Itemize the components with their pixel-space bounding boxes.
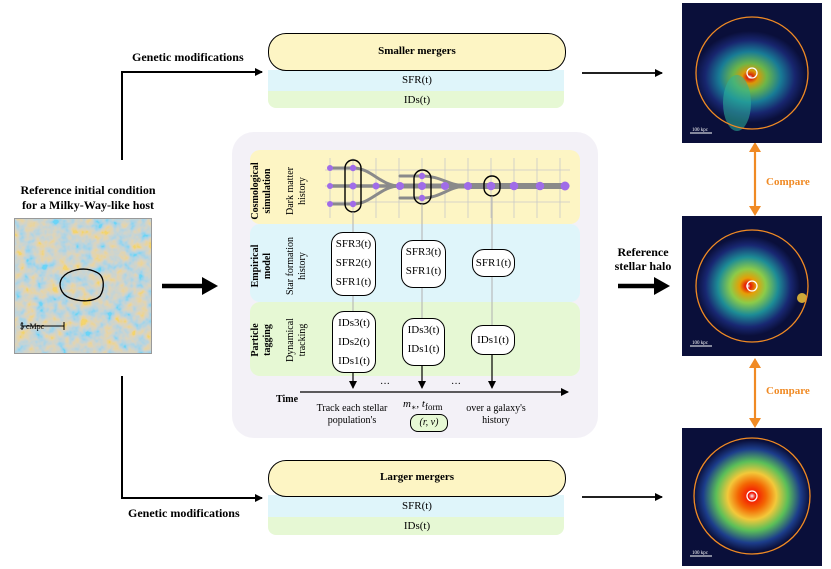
initial-condition-map bbox=[14, 218, 152, 354]
compare-bottom-label: Compare bbox=[766, 385, 810, 397]
time-label: Time bbox=[276, 394, 299, 405]
host-region-outline bbox=[59, 268, 104, 302]
sfr-pill-1: SFR3(t)SFR2(t)SFR1(t) bbox=[331, 232, 376, 296]
halo-image-top: 100 kpc bbox=[682, 3, 822, 143]
top-sfr-band bbox=[268, 70, 564, 91]
top-genetic-arrow bbox=[121, 68, 263, 160]
halo-image-bottom: 100 kpc bbox=[682, 428, 822, 566]
top-title: Smaller mergers bbox=[378, 45, 456, 57]
bottom-sfr-band bbox=[268, 495, 564, 517]
bottom-genetic-arrow bbox=[121, 376, 263, 502]
left-title-line2: for a Milky-Way-like host bbox=[21, 198, 155, 212]
ids-pill-3: IDs1(t) bbox=[471, 325, 515, 355]
caption-rv-pill: (r, v) bbox=[410, 414, 448, 432]
top-sfr-label: SFR(t) bbox=[402, 74, 432, 86]
ids-pill-2: IDs3(t)IDs1(t) bbox=[402, 318, 445, 366]
left-title-line1: Reference initial condition bbox=[20, 183, 156, 197]
left-scale-label: 5 cMpc bbox=[20, 322, 45, 331]
top-title-pill bbox=[268, 33, 566, 71]
caption-mid: m∗, tform bbox=[403, 398, 443, 413]
halo-image-middle: 100 kpc bbox=[682, 216, 822, 356]
halo-middle-scale: 100 kpc bbox=[692, 341, 709, 346]
bottom-ids-label: IDs(t) bbox=[403, 520, 431, 532]
sfr-pill-2: SFR3(t)SFR1(t) bbox=[401, 240, 446, 288]
tracking-arrows bbox=[349, 354, 496, 389]
ids-pill-1: IDs3(t)IDs2(t)IDs1(t) bbox=[332, 311, 376, 373]
sfr-pill-3: SFR1(t) bbox=[472, 249, 515, 277]
compare-top-label: Compare bbox=[766, 176, 810, 188]
top-genetic-label: Genetic modifications bbox=[132, 50, 244, 64]
halo-top-scale: 100 kpc bbox=[692, 128, 709, 133]
top-ids-label: IDs(t) bbox=[403, 94, 431, 106]
dots-1: ··· bbox=[380, 379, 390, 390]
bottom-genetic-label: Genetic modifications bbox=[128, 506, 240, 520]
halo-bottom-scale: 100 kpc bbox=[692, 551, 709, 556]
dots-2: ··· bbox=[451, 379, 461, 390]
tree-nodes bbox=[327, 164, 570, 208]
bottom-sfr-label: SFR(t) bbox=[402, 500, 432, 512]
tracking-lines bbox=[352, 196, 493, 326]
bottom-title: Larger mergers bbox=[379, 471, 454, 483]
left-title: Reference initial condition for a Milky-… bbox=[0, 183, 176, 213]
bottom-title-pill bbox=[268, 460, 566, 497]
